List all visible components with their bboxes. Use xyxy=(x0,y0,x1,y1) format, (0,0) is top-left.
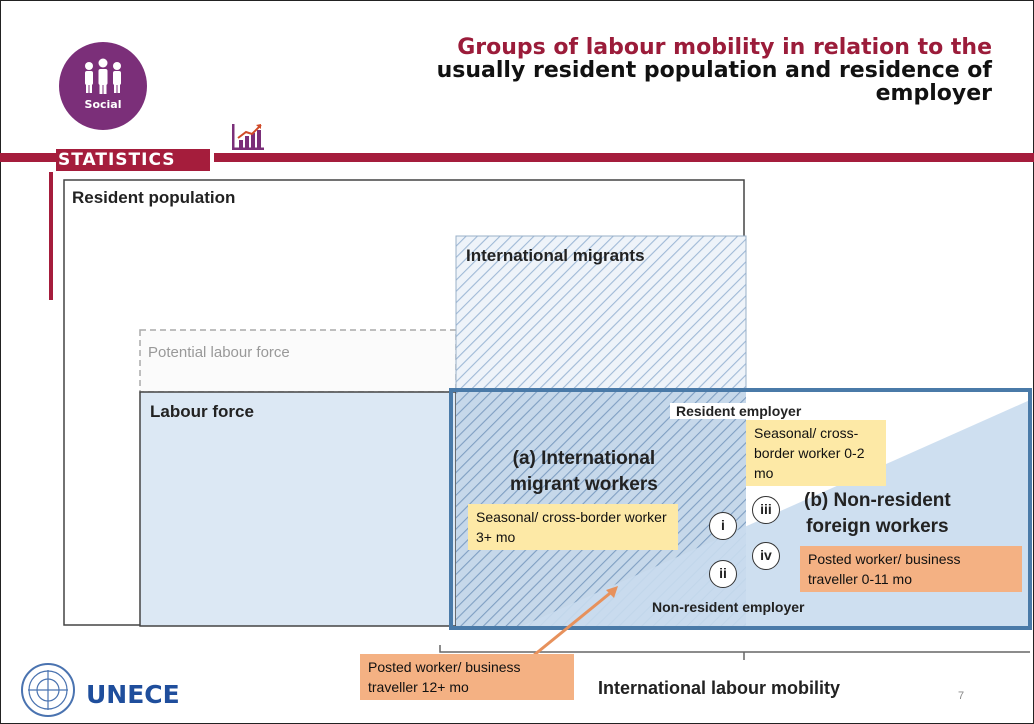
marker-iii: iii xyxy=(752,496,780,524)
international-labour-mobility-label: International labour mobility xyxy=(598,678,841,698)
marker-i: i xyxy=(709,512,737,540)
potential-labour-force-label: Potential labour force xyxy=(148,344,290,361)
resident-population-label: Resident population xyxy=(72,188,236,207)
header-rule xyxy=(214,153,1034,162)
statistics-banner xyxy=(56,149,210,171)
international-mobility-frame xyxy=(449,388,1032,630)
seasonal-long-note: Seasonal/ cross-border worker 3+ mo xyxy=(468,504,678,550)
marker-iv: iv xyxy=(752,542,780,570)
migrant-workers-label: (a) International migrant workers xyxy=(510,448,658,495)
social-logo: Social xyxy=(59,42,147,130)
title-line-2: usually resident population and residenc… xyxy=(436,58,992,83)
title-line-1: Groups of labour mobility in relation to… xyxy=(457,35,992,60)
international-migrants-label: International migrants xyxy=(466,246,645,265)
mobility-bracket xyxy=(439,645,1030,653)
logo-social-label: Social xyxy=(84,98,122,111)
side-rule xyxy=(49,172,53,300)
posted-long-note: Posted worker/ business traveller 12+ mo xyxy=(360,654,574,700)
page-number: 7 xyxy=(958,690,965,702)
growth-chart-icon xyxy=(232,124,264,150)
title-line-3: employer xyxy=(875,81,992,106)
resident-employer-label: Resident employer xyxy=(670,403,808,419)
posted-short-note: Posted worker/ business traveller 0-11 m… xyxy=(800,546,1022,592)
labour-force-box xyxy=(139,391,457,627)
labour-force-label: Labour force xyxy=(150,402,254,421)
un-emblem-icon xyxy=(21,663,75,717)
marker-ii: ii xyxy=(709,560,737,588)
statistics-label: STATISTICS xyxy=(58,150,176,170)
people-icon xyxy=(85,58,121,94)
international-migrants-box xyxy=(455,235,747,392)
non-resident-workers-label: (b) Non-resident foreign workers xyxy=(804,490,951,537)
seasonal-short-note: Seasonal/ cross-border worker 0-2 mo xyxy=(746,420,886,486)
header-rule-left xyxy=(0,153,56,162)
unece-logo-text: UNECE xyxy=(86,680,180,709)
posted-long-arrow xyxy=(527,588,615,662)
non-resident-employer-label: Non-resident employer xyxy=(652,599,805,615)
potential-labour-force-box xyxy=(139,329,457,393)
slide-title: Groups of labour mobility in relation to… xyxy=(272,36,992,105)
